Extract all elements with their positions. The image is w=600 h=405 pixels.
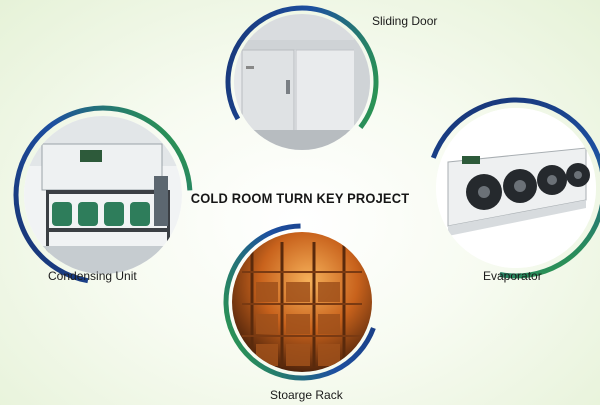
storage-rack-photo (232, 232, 372, 372)
ring-arcs (223, 223, 381, 381)
evaporator-photo (436, 108, 596, 268)
sliding-door-label: Sliding Door (372, 14, 438, 28)
condensing-unit-label: Condensing Unit (48, 269, 137, 283)
ring-arcs (13, 105, 193, 285)
storage-rack-ring (222, 222, 382, 382)
sliding-door-ring (224, 4, 380, 160)
evaporator-label: Evaporator (483, 269, 542, 283)
condensing-unit-photo (24, 116, 182, 274)
storage-rack-label: Stoarge Rack (270, 388, 343, 402)
sliding-door-photo (234, 14, 370, 150)
page-title: COLD ROOM TURN KEY PROJECT (190, 190, 410, 206)
evaporator-ring (424, 96, 600, 280)
condensing-unit-ring (12, 104, 194, 286)
ring-arcs (425, 97, 600, 279)
ring-arcs (225, 5, 379, 159)
